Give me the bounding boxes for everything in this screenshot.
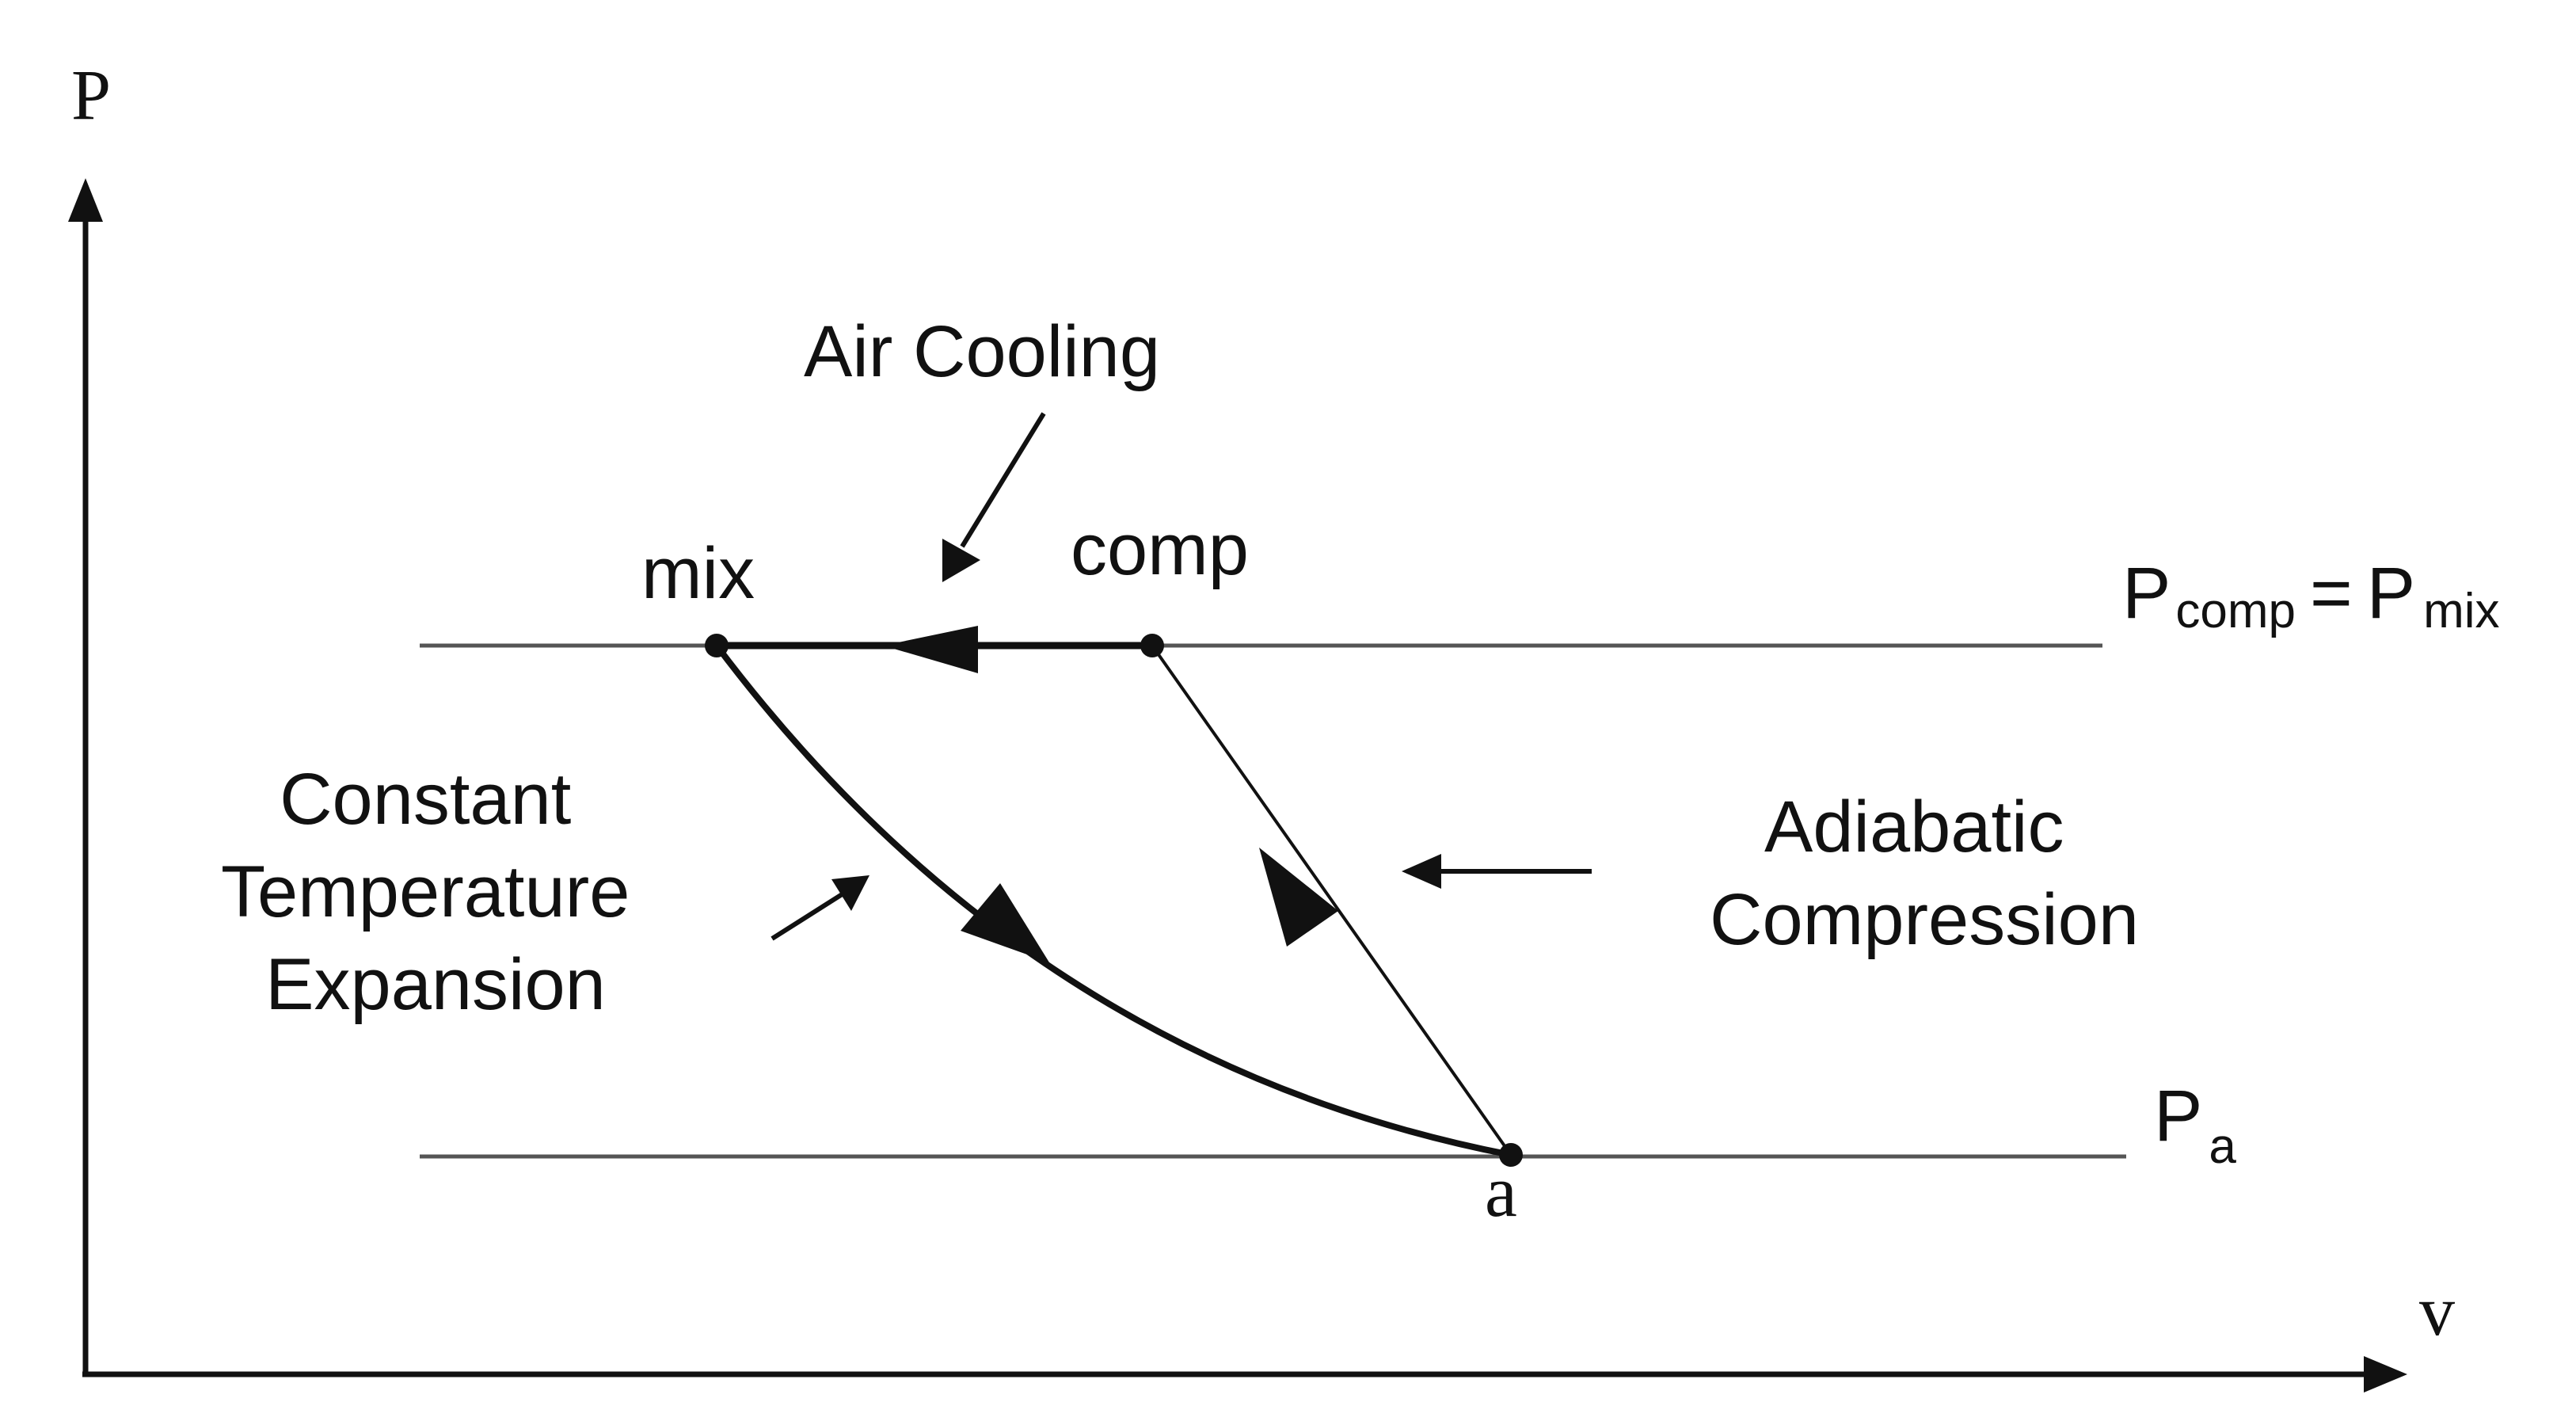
a-point-label: a [1485, 1151, 1517, 1232]
state-points: mix comp a [641, 509, 1523, 1232]
air-cooling-pointer [960, 412, 1046, 548]
adiabatic-compression-path [1151, 644, 1512, 1156]
axes: P v [68, 56, 2455, 1393]
expansion-label-line-1: Constant [280, 759, 571, 840]
expansion-label: Constant Temperature Expansion [221, 759, 650, 1025]
expansion-label-line-2: Temperature [221, 852, 630, 932]
compression-direction-arrow [1259, 848, 1338, 947]
p-mix-subscript: mix [2423, 584, 2499, 638]
air-cooling-pointer-head [942, 539, 980, 582]
constant-temperature-expansion-path [713, 643, 1512, 1158]
compression-label-line-1: Adiabatic [1764, 787, 2064, 867]
expansion-pointer-head [831, 875, 869, 911]
compression-label-line-2: Compression [1710, 879, 2139, 960]
annotations: Air Cooling Constant Temperature Expansi… [221, 311, 2139, 1025]
mix-point [705, 634, 729, 657]
compression-pointer-head [1402, 854, 1441, 889]
equals-sign: = [2310, 553, 2353, 634]
expansion-label-line-3: Expansion [265, 944, 606, 1025]
process-paths [713, 626, 1512, 1158]
expansion-direction-arrow [961, 883, 1049, 962]
comp-point-label: comp [1071, 509, 1249, 590]
expansion-pointer [771, 891, 845, 941]
y-axis-arrowhead [68, 178, 103, 222]
mix-point-label: mix [641, 533, 755, 614]
p-comp-subscript: comp [2175, 584, 2296, 638]
p-comp-symbol: P [2122, 553, 2171, 634]
compression-label: Adiabatic Compression [1710, 787, 2139, 960]
comp-point [1140, 634, 1164, 657]
y-axis-label: P [71, 56, 111, 135]
p-mix-symbol: P [2367, 553, 2415, 634]
a-point [1499, 1143, 1523, 1167]
x-axis-arrowhead [2364, 1356, 2407, 1393]
p-a-subscript: a [2209, 1119, 2236, 1174]
p-a-symbol: P [2154, 1076, 2202, 1156]
air-cooling-label: Air Cooling [804, 311, 1160, 392]
air-cooling-direction-arrow [883, 626, 978, 673]
x-axis-label: v [2419, 1272, 2455, 1351]
